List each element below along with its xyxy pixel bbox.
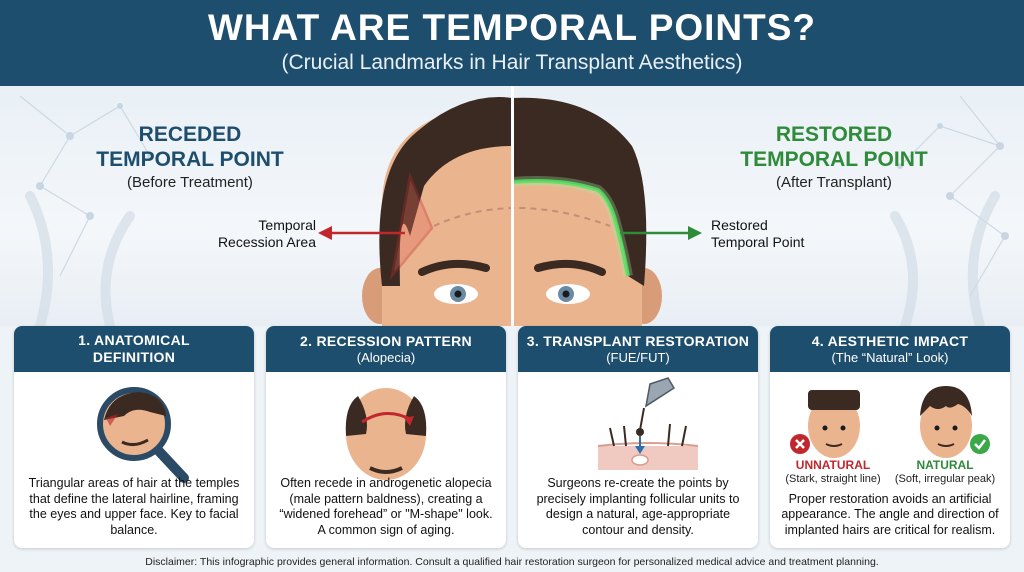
card-subtitle: (FUE/FUT) (606, 349, 670, 365)
x-mark-icon (790, 434, 810, 454)
card-recession-pattern: 2. RECESSION PATTERN (Alopecia) Often re… (266, 326, 506, 548)
receded-title-line1: RECEDED (138, 123, 242, 146)
recession-callout-line1: Temporal (258, 217, 316, 233)
disclaimer: Disclaimer: This infographic provides ge… (145, 556, 879, 568)
unnatural-note: (Stark, straight line) (785, 473, 881, 485)
recession-callout-line2: Recession Area (217, 234, 316, 250)
face-compare-icon (808, 386, 972, 458)
card-body: Triangular areas of hair at the temples … (28, 476, 240, 537)
page-title: WHAT ARE TEMPORAL POINTS? (207, 7, 817, 48)
before-after-divider (511, 86, 514, 326)
restored-title: RESTORED TEMPORAL POINT (After Transplan… (714, 122, 954, 194)
restored-title-line2: TEMPORAL POINT (740, 148, 928, 171)
card-title: 3. TRANSPLANT RESTORATION (526, 332, 750, 349)
unnatural-title: UNNATURAL (795, 458, 871, 472)
natural-title: NATURAL (916, 458, 974, 472)
background-pattern (19, 95, 1009, 326)
receded-title-line2: TEMPORAL POINT (96, 148, 284, 171)
natural-note: (Soft, irregular peak) (894, 473, 996, 485)
card-body: Surgeons re-create the points by precise… (536, 476, 740, 537)
card-header: 1. ANATOMICAL DEFINITION (14, 326, 254, 372)
card-title: 2. RECESSION PATTERN (300, 332, 472, 349)
magnifier-head-icon (97, 387, 189, 483)
card-title: 1. ANATOMICAL (78, 332, 190, 348)
card-aesthetic-impact: 4. AESTHETIC IMPACT (The “Natural” Look)… (770, 326, 1010, 548)
restored-subtitle: (After Transplant) (776, 174, 892, 191)
card-header: 4. AESTHETIC IMPACT (The “Natural” Look) (770, 326, 1010, 372)
card-subtitle: (Alopecia) (356, 349, 416, 365)
restored-callout: Restored Temporal Point (711, 217, 851, 251)
callout-arrows (318, 226, 702, 240)
restored-callout-line2: Temporal Point (711, 234, 805, 250)
card-header: 3. TRANSPLANT RESTORATION (FUE/FUT) (518, 326, 758, 372)
follicle-implant-icon (597, 377, 699, 470)
restored-callout-line1: Restored (711, 217, 768, 233)
receded-subtitle: (Before Treatment) (127, 174, 253, 191)
card-title: DEFINITION (92, 349, 176, 365)
card-transplant-restoration: 3. TRANSPLANT RESTORATION (FUE/FUT) Surg… (518, 326, 758, 548)
restored-title-line1: RESTORED (775, 123, 893, 146)
card-subtitle: (The “Natural” Look) (831, 349, 949, 365)
card-title: 4. AESTHETIC IMPACT (811, 332, 969, 349)
receded-title: RECEDED TEMPORAL POINT (Before Treatment… (70, 122, 310, 194)
card-body: Proper restoration avoids an artificial … (781, 491, 999, 537)
card-body: Often recede in androgenetic alopecia (m… (279, 476, 493, 537)
card-anatomical-definition: 1. ANATOMICAL DEFINITION Triangular area… (14, 326, 254, 548)
balding-head-icon (345, 388, 427, 480)
unnatural-label: UNNATURAL (Stark, straight line) (778, 458, 888, 486)
check-mark-icon (970, 434, 990, 454)
natural-label: NATURAL (Soft, irregular peak) (890, 458, 1000, 486)
recession-callout: Temporal Recession Area (196, 217, 316, 251)
page-subtitle: (Crucial Landmarks in Hair Transplant Ae… (281, 51, 743, 74)
header-banner: WHAT ARE TEMPORAL POINTS? (Crucial Landm… (0, 0, 1024, 86)
card-header: 2. RECESSION PATTERN (Alopecia) (266, 326, 506, 372)
hero-illustration: RECEDED TEMPORAL POINT (Before Treatment… (0, 86, 1024, 326)
